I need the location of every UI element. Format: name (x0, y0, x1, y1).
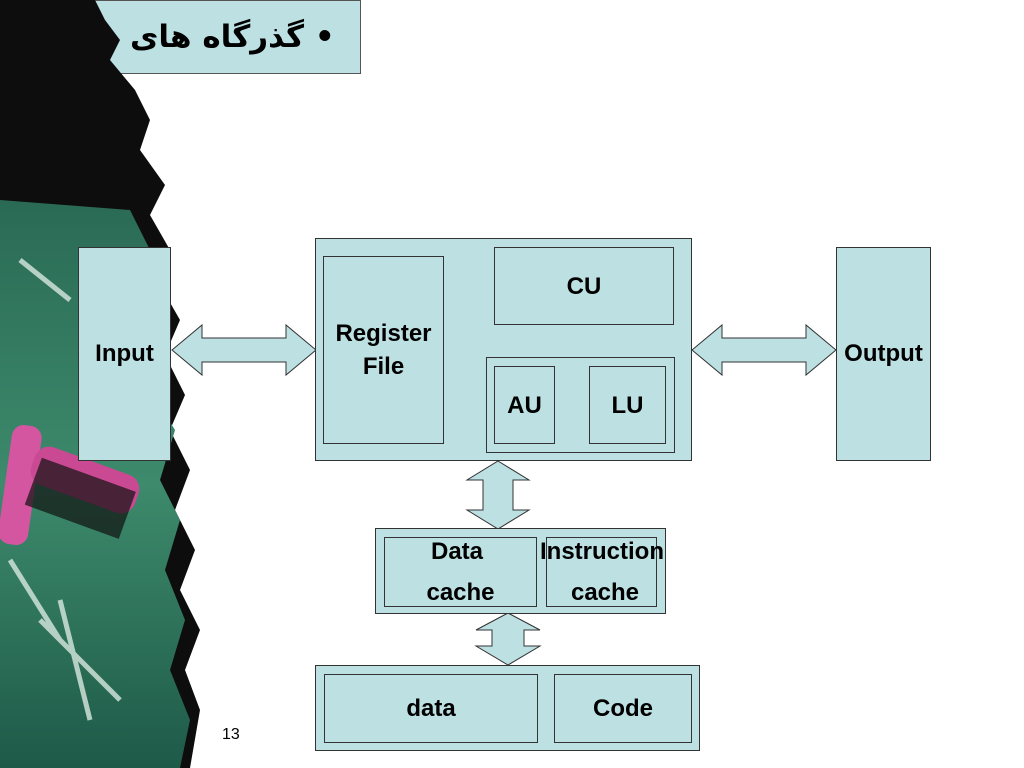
output-label: Output (844, 340, 923, 367)
input-box (78, 247, 171, 461)
input-label: Input (95, 340, 154, 367)
slide-number: 13 (222, 726, 240, 743)
lu-box (589, 366, 666, 444)
cache-memory-arrow (474, 612, 542, 666)
memory-data-label: data (406, 695, 456, 722)
instruction-cache-label-line2: cache (570, 579, 640, 606)
instruction-cache-label-line1: Instruction (540, 538, 664, 565)
input-cpu-arrow (171, 323, 317, 377)
memory-code-box (554, 674, 692, 743)
au-label: AU (507, 392, 542, 419)
au-box (494, 366, 555, 444)
memory-code-label: Code (593, 695, 653, 722)
cpu-output-arrow (691, 323, 837, 377)
data-cache-label-line1: Data (430, 538, 484, 565)
lu-label: LU (611, 392, 644, 419)
register-file-box (323, 256, 444, 444)
register-file-label-line2: File (362, 353, 405, 380)
instruction-cache-box (546, 537, 657, 607)
memory-data-box (324, 674, 538, 743)
cpu-cache-arrow (465, 460, 531, 530)
output-box (836, 247, 931, 461)
data-cache-label-line2: cache (426, 579, 495, 606)
cu-label: CU (566, 273, 602, 300)
data-cache-box (384, 537, 537, 607)
cu-box (494, 247, 674, 325)
register-file-label-line1: Register (335, 320, 432, 347)
